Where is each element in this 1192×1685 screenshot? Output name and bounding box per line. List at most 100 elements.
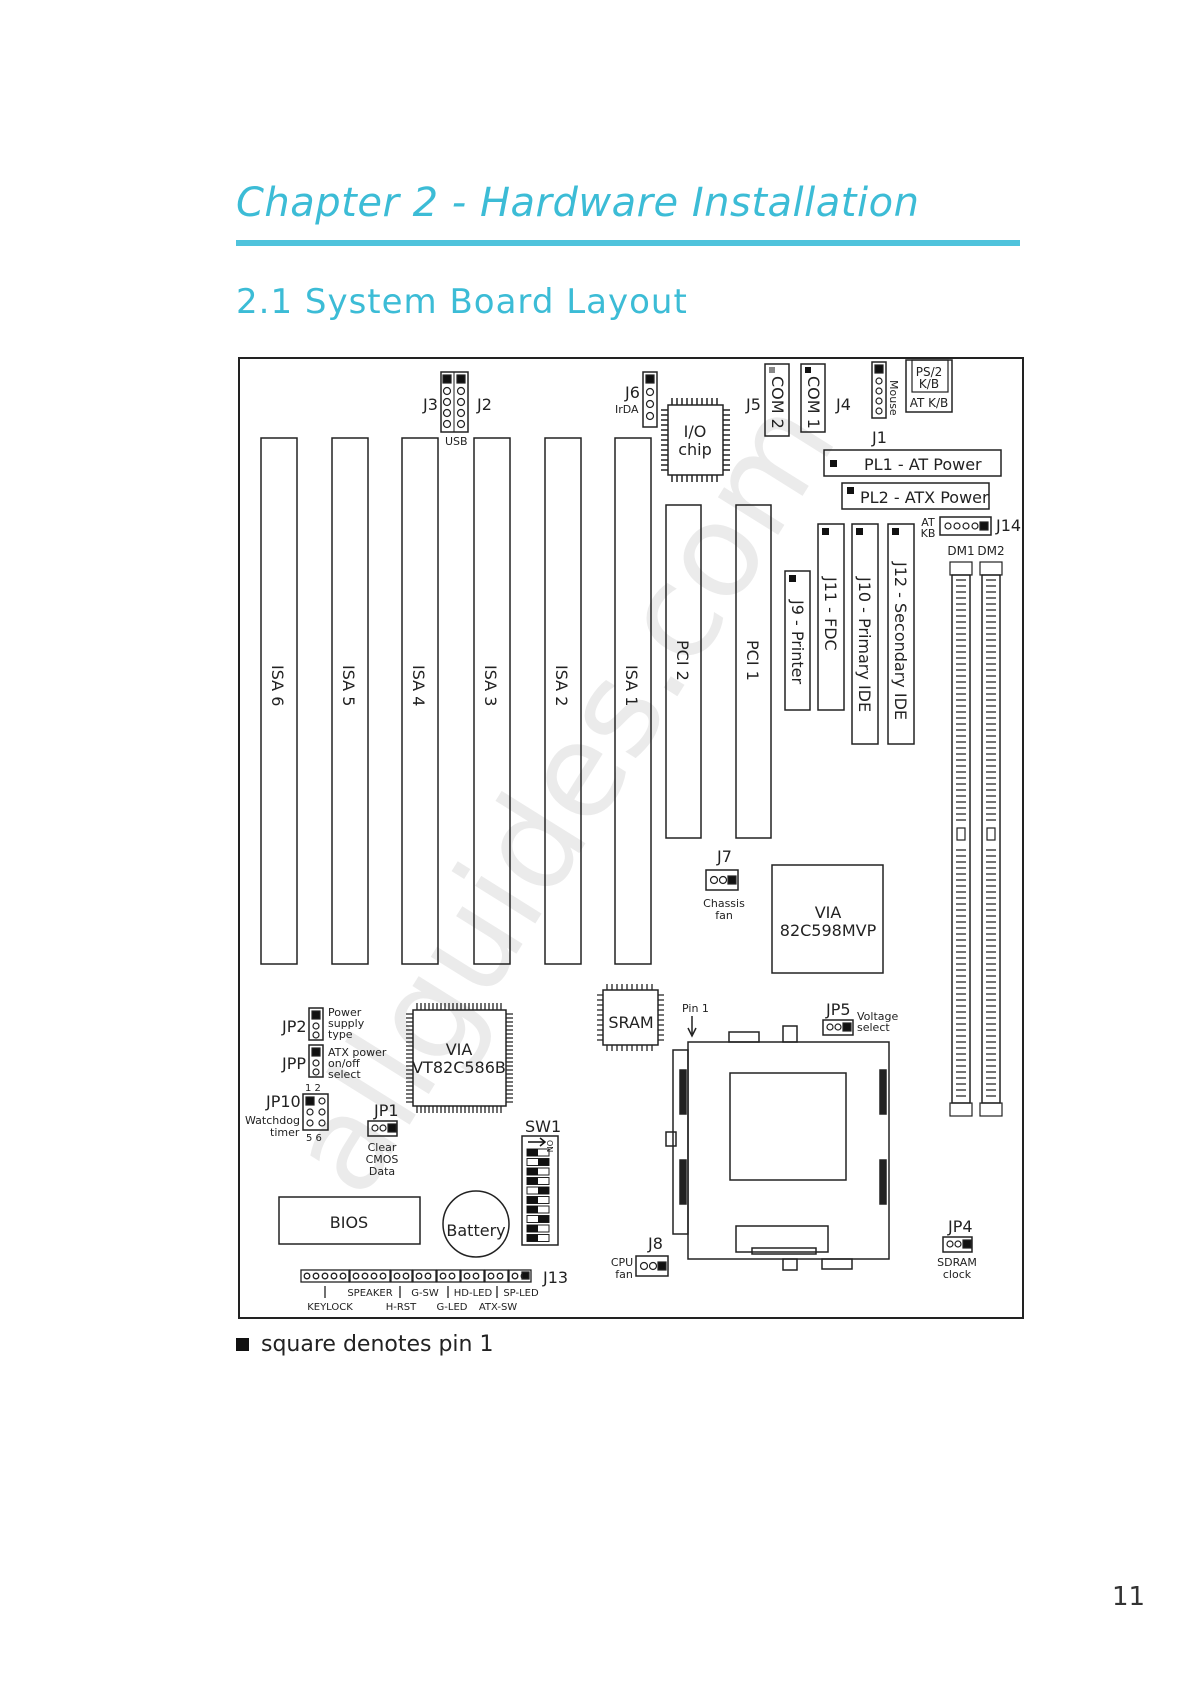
j7-label: J7 bbox=[716, 847, 732, 866]
mouse-header bbox=[871, 361, 887, 419]
jp10-label: JP10 bbox=[265, 1092, 301, 1111]
sw1-label: SW1 bbox=[525, 1117, 561, 1136]
io-chip-line1: I/O bbox=[684, 422, 707, 441]
j13-label: J13 bbox=[542, 1268, 568, 1287]
clear-cmos-line2: CMOS bbox=[366, 1153, 399, 1166]
page-number: 11 bbox=[1112, 1582, 1146, 1612]
at-kb-small-line1: AT bbox=[921, 516, 935, 529]
j8-cpu-fan bbox=[635, 1255, 669, 1277]
square-icon bbox=[236, 1338, 249, 1351]
j14-label: J14 bbox=[995, 516, 1021, 535]
at-kb-label: AT K/B bbox=[910, 396, 949, 410]
clear-cmos-line3: Data bbox=[369, 1165, 395, 1178]
pl2-atx-power bbox=[841, 482, 990, 510]
com1-port bbox=[800, 363, 826, 433]
title-rule bbox=[236, 240, 1020, 246]
j7-chassis-fan bbox=[705, 869, 739, 891]
via-598-line1: VIA bbox=[815, 903, 842, 922]
via-vt82c586b-chip: VIA VT82C586B bbox=[406, 1003, 513, 1113]
atx-power-line2: on/off bbox=[328, 1057, 360, 1070]
j4-label: J4 bbox=[835, 395, 851, 414]
via-598-line2: 82C598MVP bbox=[780, 921, 877, 940]
chapter-title: Chapter 2 - Hardware Installation bbox=[236, 180, 920, 226]
pci-2-label: PCI 2 bbox=[673, 640, 692, 681]
jp2-label: JP2 bbox=[281, 1017, 307, 1036]
section-title: 2.1 System Board Layout bbox=[236, 282, 688, 322]
j11-fdc bbox=[817, 523, 845, 711]
sdram-clock-line2: clock bbox=[943, 1268, 972, 1281]
atx-sw-label: ATX-SW bbox=[479, 1302, 517, 1313]
via-586-line1: VIA bbox=[446, 1040, 473, 1059]
power-supply-line2: supply bbox=[328, 1017, 365, 1030]
jp4-label: JP4 bbox=[947, 1217, 973, 1236]
pci-slot-2 bbox=[665, 504, 702, 839]
dm1-label: DM1 bbox=[947, 544, 974, 558]
j11-label: J11 - FDC bbox=[821, 576, 840, 651]
j10-label: J10 - Primary IDE bbox=[855, 576, 874, 712]
io-chip-line2: chip bbox=[678, 440, 712, 459]
atx-power-line1: ATX power bbox=[328, 1046, 387, 1059]
ps2-kb-line1: PS/2 bbox=[916, 365, 943, 379]
com2-label: COM 2 bbox=[768, 376, 787, 429]
bios-label: BIOS bbox=[330, 1213, 368, 1232]
mouse-label: Mouse bbox=[887, 380, 900, 416]
isa-slot-2 bbox=[544, 437, 582, 965]
dimm-slot-2 bbox=[979, 561, 1003, 1117]
sw1-dip-switch: ON bbox=[521, 1135, 559, 1246]
j5-label: J5 bbox=[745, 395, 761, 414]
sram-label: SRAM bbox=[608, 1013, 653, 1032]
isa-5-label: ISA 5 bbox=[339, 665, 358, 706]
via-82c598mvp-chip bbox=[771, 864, 884, 974]
isa-slot-6 bbox=[260, 437, 298, 965]
jp5-label: JP5 bbox=[825, 1000, 851, 1019]
pci-1-label: PCI 1 bbox=[743, 640, 762, 681]
jp2-jumper bbox=[308, 1007, 324, 1041]
j8-label: J8 bbox=[647, 1234, 663, 1253]
power-supply-line1: Power bbox=[328, 1006, 362, 1019]
via-586-line2: VT82C586B bbox=[412, 1058, 506, 1077]
pin1-label: Pin 1 bbox=[682, 1002, 709, 1015]
com2-port bbox=[764, 363, 790, 437]
battery-label: Battery bbox=[446, 1221, 505, 1240]
speaker-label: SPEAKER bbox=[347, 1288, 392, 1299]
sram-chip: SRAM bbox=[597, 984, 664, 1051]
battery-icon bbox=[442, 1190, 510, 1258]
j1-label: J1 bbox=[871, 428, 887, 447]
j3-label: J3 bbox=[422, 395, 438, 414]
io-chip: I/O chip bbox=[661, 398, 730, 482]
isa-4-label: ISA 4 bbox=[409, 665, 428, 706]
jp5-jumper bbox=[822, 1019, 854, 1036]
pl1-label: PL1 - AT Power bbox=[864, 455, 982, 474]
sw-on-label: ON bbox=[545, 1140, 554, 1152]
isa-2-label: ISA 2 bbox=[552, 665, 571, 706]
j13-front-panel bbox=[300, 1269, 532, 1283]
cpu-fan-line2: fan bbox=[615, 1268, 633, 1281]
bios-chip bbox=[278, 1196, 421, 1245]
jp1-jumper bbox=[367, 1120, 398, 1137]
j12-label: J12 - Secondary IDE bbox=[891, 561, 910, 720]
jp4-jumper bbox=[942, 1236, 973, 1253]
pins-5-6: 5 6 bbox=[306, 1133, 322, 1144]
g-led-label: G-LED bbox=[437, 1302, 468, 1313]
sdram-clock-line1: SDRAM bbox=[937, 1256, 977, 1269]
isa-1-label: ISA 1 bbox=[622, 665, 641, 706]
power-supply-line3: type bbox=[328, 1028, 353, 1041]
g-sw-label: G-SW bbox=[411, 1288, 439, 1299]
usb-label: USB bbox=[445, 435, 468, 448]
sp-led-label: SP-LED bbox=[503, 1288, 539, 1299]
atx-power-line3: select bbox=[328, 1068, 361, 1081]
pl1-at-power bbox=[823, 449, 1002, 477]
jp1-label: JP1 bbox=[373, 1101, 399, 1120]
cpu-fan-line1: CPU bbox=[611, 1256, 633, 1269]
pins-1-2: 1 2 bbox=[305, 1083, 321, 1094]
dimm-slot-1 bbox=[949, 561, 973, 1117]
pin1-arrow-icon bbox=[687, 1016, 697, 1038]
j12-secondary-ide bbox=[887, 523, 915, 745]
keylock-label: KEYLOCK bbox=[307, 1302, 353, 1313]
at-kb-small-line2: KB bbox=[921, 527, 936, 540]
pin1-legend: square denotes pin 1 bbox=[236, 1332, 493, 1357]
j14-header bbox=[939, 516, 992, 536]
on-arrow-icon bbox=[528, 1137, 547, 1147]
pci-slot-1 bbox=[735, 504, 772, 839]
